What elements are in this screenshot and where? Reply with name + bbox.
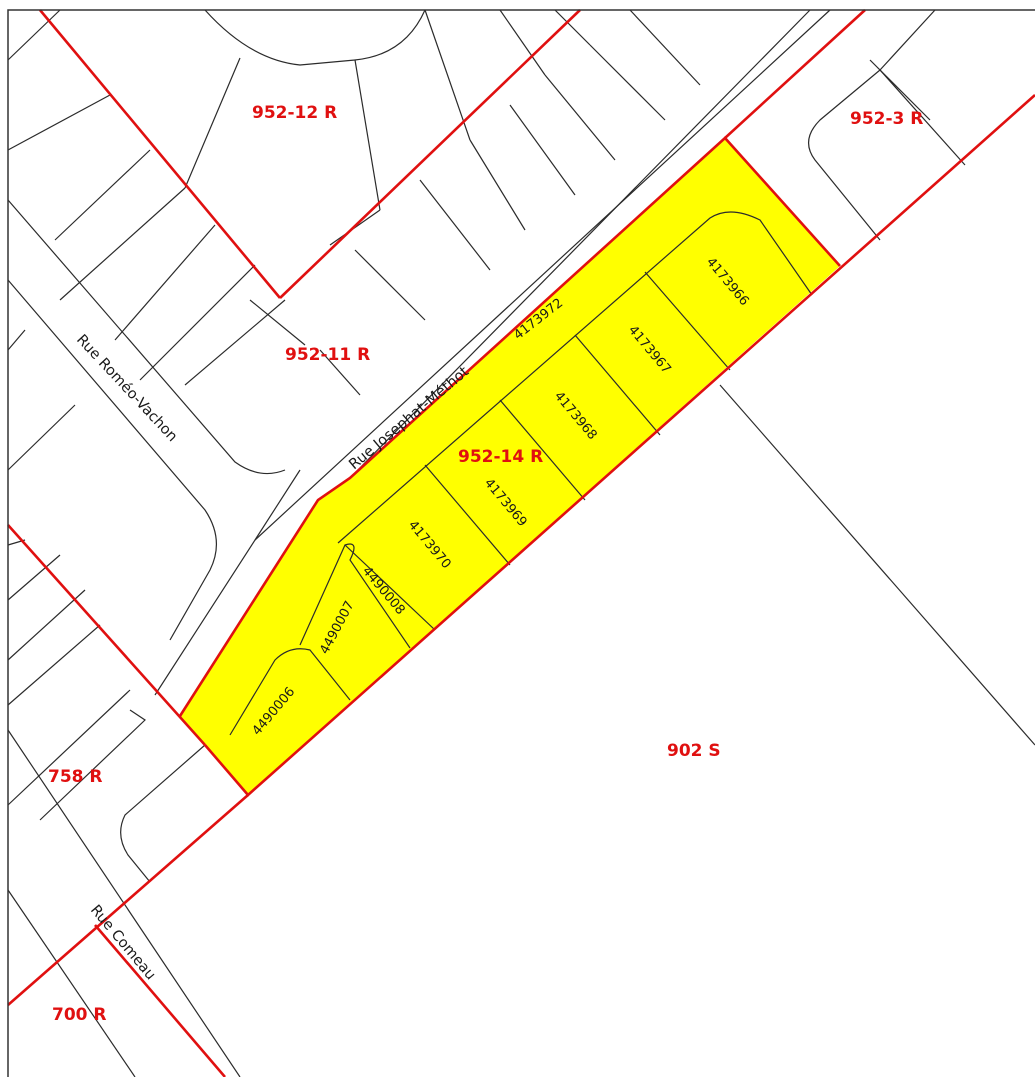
street-label-romeo-vachon: Rue Roméo-Vachon xyxy=(73,332,180,445)
boundary-700 xyxy=(94,924,226,1077)
lot-n-1 xyxy=(419,179,491,271)
zone-label: 758 R xyxy=(48,767,103,787)
divider-2 xyxy=(424,464,511,566)
lot-n-9 xyxy=(554,9,591,46)
zone-labels: 952-12 R 952-3 R 952-11 R 952-14 R 902 S… xyxy=(48,103,923,1025)
boundary-north-diagonal xyxy=(279,9,581,299)
lot-w-4 xyxy=(7,554,61,601)
boundary-north-east xyxy=(724,9,866,139)
zone-label: 700 R xyxy=(52,1005,107,1025)
boundary-south-diagonal xyxy=(7,794,249,1006)
divider-5 xyxy=(644,271,731,371)
lot-ray-1 xyxy=(184,57,241,189)
divider-4 xyxy=(574,334,661,436)
zone-label: 952-3 R xyxy=(850,109,923,129)
lot-n-12 xyxy=(319,349,361,396)
lot-n-8 xyxy=(499,9,546,76)
josephat-break xyxy=(254,469,301,541)
divider-3 xyxy=(499,399,586,501)
lot-ray-4 xyxy=(54,149,151,241)
lot-w-5 xyxy=(7,589,86,661)
lot-w-6 xyxy=(7,624,101,706)
lot-ray-9 xyxy=(7,9,61,61)
lot-n-13 xyxy=(249,299,306,346)
comeau-cap xyxy=(120,744,206,883)
zone-boundaries xyxy=(7,9,1035,1077)
romeo-west-edge xyxy=(7,279,218,641)
lot-ray-5 xyxy=(59,187,186,301)
inner-lot-back xyxy=(337,211,813,544)
divider-1 xyxy=(344,544,436,631)
comeau-return xyxy=(39,709,146,821)
zone-label: 952-12 R xyxy=(252,103,337,123)
lot-n-2 xyxy=(469,139,526,231)
lot-n-11 xyxy=(354,249,426,321)
lot-w-2 xyxy=(7,404,76,471)
zone-label: 952-14 R xyxy=(458,447,543,467)
lot-n-5 xyxy=(589,44,666,121)
lot-n-4 xyxy=(544,74,616,161)
street-label-comeau: Rue Comeau xyxy=(87,902,159,983)
lot-w-7 xyxy=(7,689,131,806)
lot-w-1 xyxy=(7,329,26,351)
lot-ray-2 xyxy=(354,59,381,211)
zone-label: 952-11 R xyxy=(285,345,370,365)
lot-ray-8 xyxy=(184,299,286,386)
zone-label: 902 S xyxy=(667,741,721,761)
boundary-952-14-edge xyxy=(178,136,841,717)
lot-n-7 xyxy=(424,9,471,141)
lot-ray-3 xyxy=(7,94,111,151)
culdesac-arc xyxy=(204,9,426,66)
boundary-comeau-north xyxy=(7,524,206,746)
inner-lot-outline xyxy=(229,648,351,736)
lot-ray-6 xyxy=(114,224,216,341)
comeau-west-edge xyxy=(7,889,136,1077)
south-lot-line xyxy=(719,384,1035,746)
east-lot-3 xyxy=(869,59,931,121)
lot-n-6 xyxy=(629,9,701,86)
map-border xyxy=(7,9,1035,1077)
boundary-west-diagonal xyxy=(39,9,281,299)
romeo-east-edge xyxy=(7,199,286,475)
highlighted-zone-area[interactable] xyxy=(180,138,840,795)
lot-n-3 xyxy=(509,104,576,196)
lot-ray-7 xyxy=(139,264,256,381)
lot-lines xyxy=(7,9,1035,1077)
east-lot-2 xyxy=(879,9,936,71)
east-lot-1 xyxy=(808,69,966,241)
